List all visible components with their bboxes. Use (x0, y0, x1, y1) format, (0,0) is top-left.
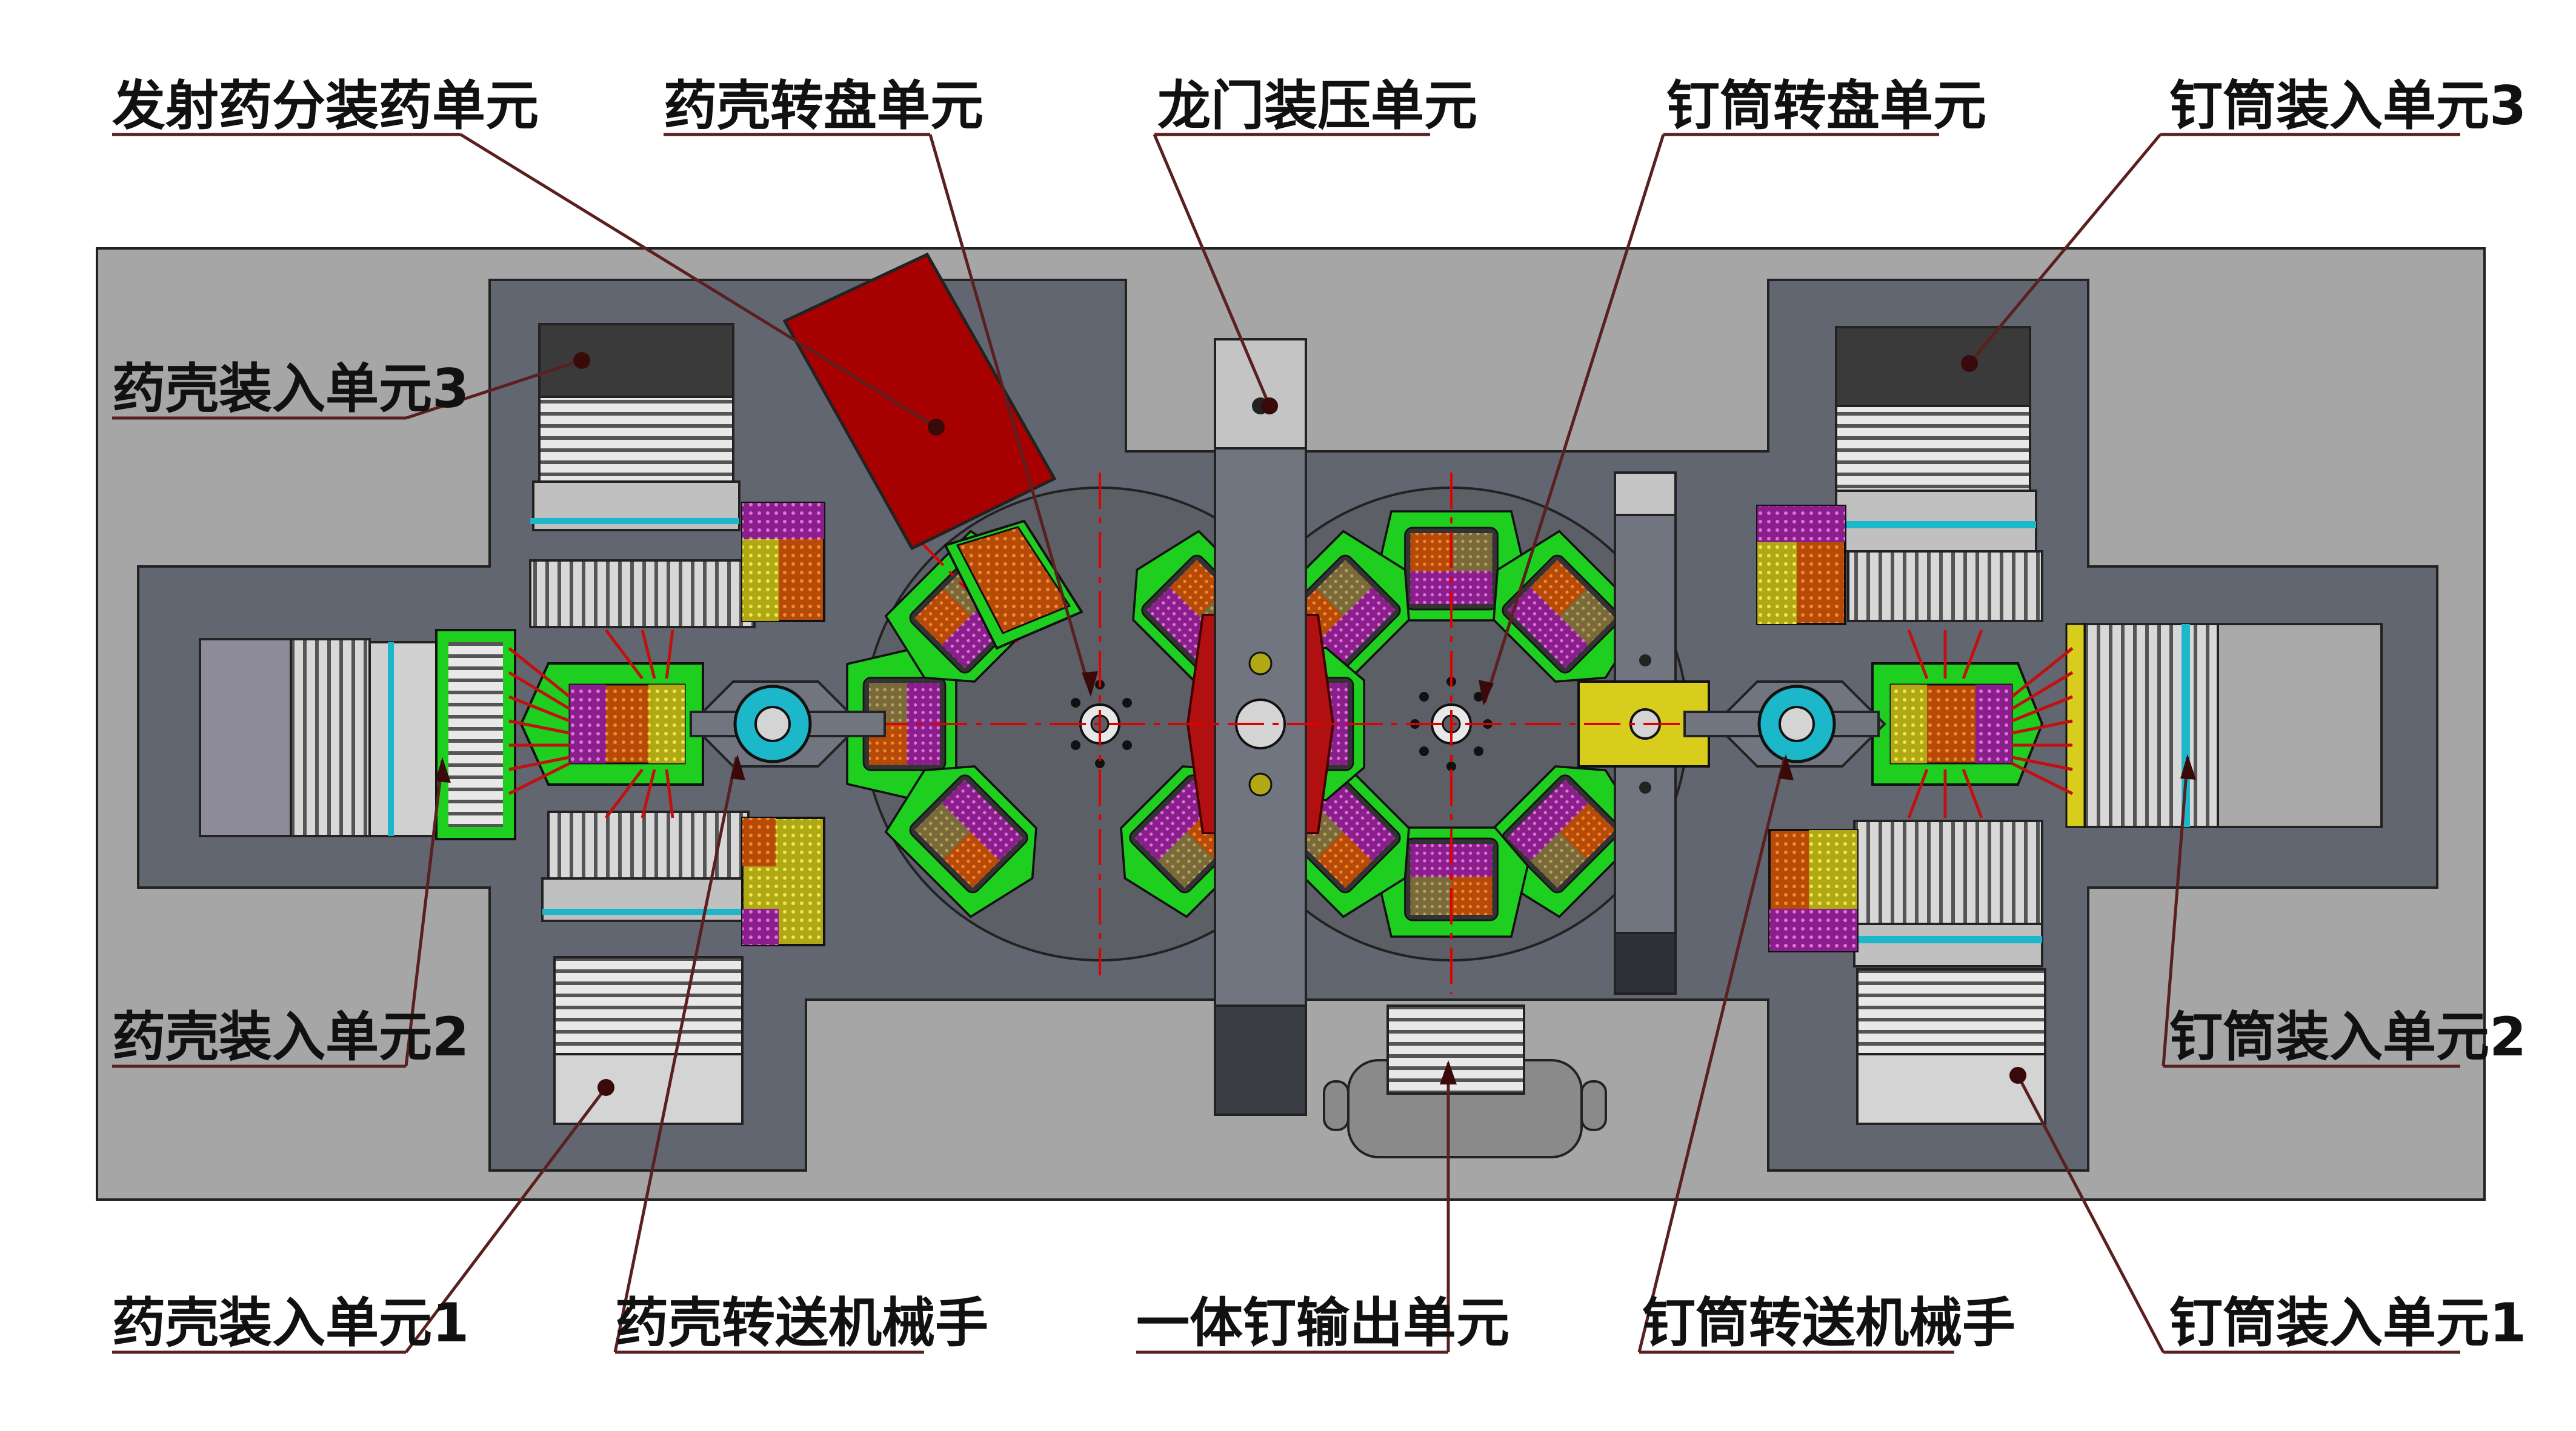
label-sleeve-turntable-unit: 钉筒转盘单元 (1666, 75, 1986, 137)
label-shell-loading-unit-3: 药壳装入单元3 (112, 357, 469, 420)
shell-loading-unit-2 (199, 629, 516, 840)
sleeve-loading-unit-2 (2065, 623, 2383, 828)
shell-loading-unit-3 (529, 323, 825, 628)
label-shell-loading-unit-2: 药壳装入单元2 (112, 1006, 469, 1068)
sleeve-feed-lines (1907, 629, 2074, 818)
label-shell-turntable-unit: 药壳转盘单元 (664, 75, 983, 137)
shell-tray-top-left (944, 519, 1083, 650)
leader-lines (112, 133, 2460, 1354)
label-shell-transfer-robot: 药壳转送机械手 (615, 1292, 988, 1354)
shell-feed-lines (508, 629, 674, 819)
label-sleeve-loading-unit-3: 钉筒装入单元3 (2169, 75, 2526, 137)
gantry-press-unit (1186, 338, 1335, 1116)
label-sleeve-loading-unit-1: 钉筒装入单元1 (2169, 1292, 2526, 1354)
sleeve-loading-unit-1 (1768, 820, 2046, 1125)
shell-transfer-robot (689, 680, 886, 768)
label-nail-output-unit: 一体钉输出单元 (1136, 1292, 1509, 1354)
label-shell-loading-unit-1: 药壳装入单元1 (112, 1292, 469, 1354)
label-propellant-filling-unit: 发射药分装药单元 (112, 75, 539, 137)
nail-output-unit (1323, 1004, 1607, 1158)
label-sleeve-transfer-robot: 钉筒转送机械手 (1642, 1292, 2015, 1354)
sleeve-loading-unit-3 (1756, 326, 2043, 625)
sleeve-feeder-right (1871, 662, 2044, 786)
sleeve-transfer-robot (1683, 680, 1886, 768)
label-sleeve-loading-unit-2: 钉筒装入单元2 (2169, 1006, 2526, 1068)
label-gantry-press-unit: 龙门装压单元 (1157, 75, 1477, 137)
propellant-filling-unit (782, 252, 1057, 551)
